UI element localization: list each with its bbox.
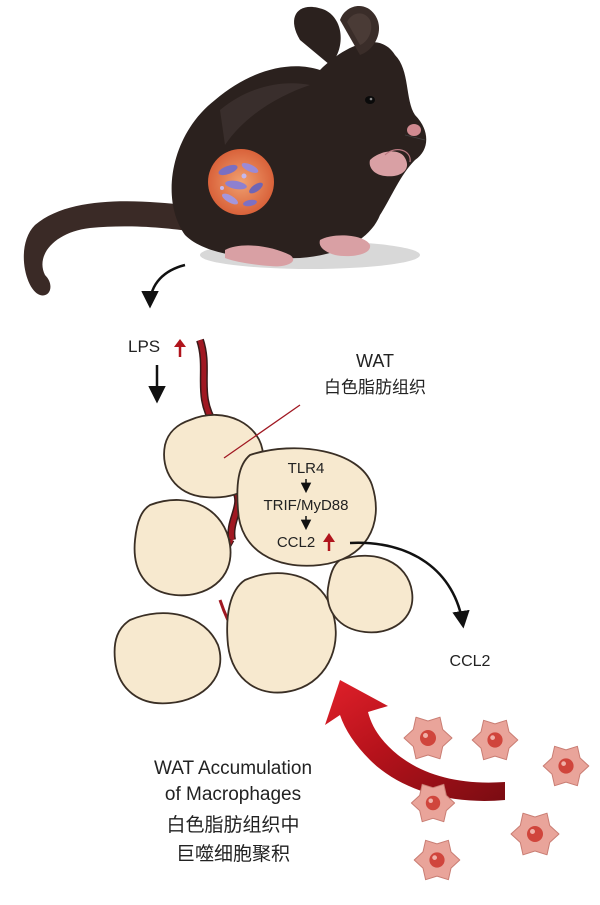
macrophage-icon: [510, 812, 560, 856]
macrophage-icon: [413, 839, 461, 881]
adipocyte: [133, 499, 232, 597]
macrophage-recruitment-arrow: [325, 680, 505, 801]
accumulation-label-zh-1: 白色脂肪组织中: [166, 814, 299, 836]
adipocyte: [113, 612, 222, 705]
adipocyte-cluster: [113, 414, 414, 705]
accumulation-label-en-2: of Macrophages: [165, 784, 301, 805]
wat-pointer-line: [223, 404, 301, 459]
ccl2-secretion-arrow: [349, 541, 470, 629]
ccl2-cell-label: CCL2: [277, 534, 315, 551]
macrophage-icon: [403, 716, 453, 760]
lps-up-arrow-icon: [174, 339, 186, 357]
accumulation-label-en-1: WAT Accumulation: [154, 758, 312, 779]
macrophage-icon: [542, 745, 590, 787]
lps-label: LPS: [128, 337, 160, 356]
gut-microbiota-icon: [208, 149, 274, 215]
adipocyte: [326, 554, 414, 634]
adipocyte-signaling: [236, 447, 377, 567]
macrophage-icon: [471, 719, 519, 761]
accumulation-label-zh-2: 巨噬细胞聚积: [176, 843, 290, 865]
macrophages: [403, 716, 590, 881]
ccl2-secreted-label: CCL2: [450, 653, 491, 670]
tlr4-label: TLR4: [288, 460, 325, 477]
macrophage-icon: [410, 783, 456, 823]
ccl2-up-arrow-icon: [323, 533, 335, 551]
mouse-illustration: [23, 5, 427, 296]
wat-label-en: WAT: [356, 351, 394, 371]
wat-label-zh: 白色脂肪组织: [324, 378, 426, 397]
trif-myd88-label: TRIF/MyD88: [263, 497, 348, 514]
mouse-to-lps-arrow: [141, 263, 186, 309]
adipocyte: [226, 572, 337, 694]
